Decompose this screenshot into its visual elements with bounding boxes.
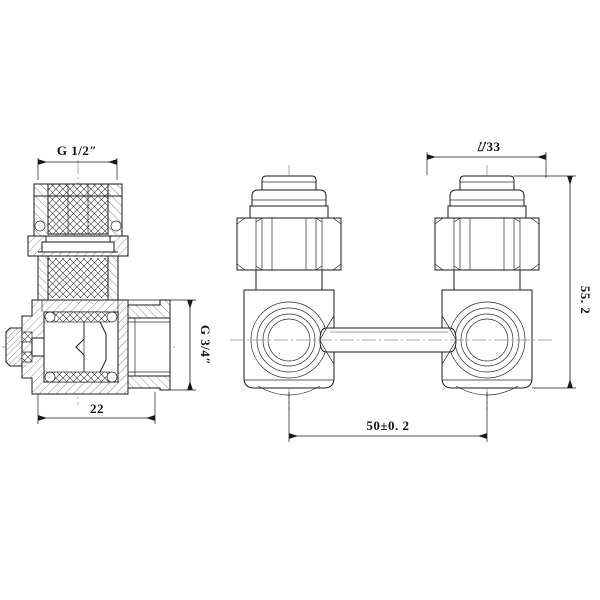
oring-left-bottom xyxy=(44,371,56,383)
bonnet-lower-bore-hatch xyxy=(48,258,108,298)
oring-right-top xyxy=(106,311,118,323)
spindle-bore-hatch xyxy=(48,184,108,234)
dim-label-g-threequarter: G 3/4″ xyxy=(198,325,213,365)
dim-label-g-half: G 1/2″ xyxy=(57,143,97,158)
valve-right-cap xyxy=(459,175,515,191)
valve-left-nut-chamfers xyxy=(236,217,342,271)
oring-gland-right xyxy=(110,220,122,232)
dim-label-height-55-2: 55. 2 xyxy=(578,286,593,315)
oring-right-bottom xyxy=(106,371,118,383)
valve-body-section xyxy=(5,299,171,395)
oring-gland-left xyxy=(34,220,46,232)
valve-left-collar xyxy=(249,205,329,219)
valve-right-collar xyxy=(447,205,527,219)
valve-right-nut-flats xyxy=(459,218,515,270)
valve-right-union-nut xyxy=(434,217,540,271)
inlet-channel xyxy=(31,337,45,357)
bonnet-section xyxy=(27,183,129,301)
seat-ring-bottom-hatch xyxy=(52,372,110,382)
bar-fillet-right-top xyxy=(441,315,457,341)
inlet-seal-bottom-hatch xyxy=(22,352,32,362)
valve-left-union-nut xyxy=(236,217,342,271)
front-view-valve-right xyxy=(434,165,540,410)
valve-right-shoulder xyxy=(449,189,525,207)
left-view-dimensions: G 1/2″ G 3/4″ 22 xyxy=(37,143,213,424)
dim-label-spacing-50: 50±0. 2 xyxy=(366,418,409,433)
valve-left-nut-inner-edges xyxy=(255,218,323,270)
bar-fillet-left-bottom xyxy=(319,339,335,365)
valve-left-neck xyxy=(255,269,323,291)
seat-ring-top-hatch xyxy=(52,312,110,322)
dim-label-diameter-33: ⌰33 xyxy=(476,139,500,154)
valve-left-nut-flat-bevels xyxy=(255,217,323,271)
packing-block xyxy=(41,241,115,253)
valve-right-neck xyxy=(453,269,521,291)
valve-left-cap xyxy=(261,175,317,191)
sectional-side-view xyxy=(2,160,175,405)
valve-right-nut-chamfers xyxy=(434,217,540,271)
valve-left-shoulder xyxy=(251,189,327,207)
oring-left-top xyxy=(44,311,56,323)
valve-right-nut-inner-edges xyxy=(453,218,521,270)
bar-fillet-left-top xyxy=(319,315,335,341)
bar-fillet-right-bottom xyxy=(441,339,457,365)
dim-label-22: 22 xyxy=(90,401,104,416)
valve-left-nut-flats xyxy=(261,218,317,270)
inlet-seal-top-hatch xyxy=(22,332,32,342)
outlet-bore xyxy=(127,317,171,377)
inlet-spigot-hatch xyxy=(6,328,22,366)
valve-right-nut-flat-bevels xyxy=(453,217,521,271)
front-view-dimensions: ⌰33 55. 2 50±0. 2 xyxy=(288,139,593,442)
front-view-valve-left xyxy=(236,165,342,410)
